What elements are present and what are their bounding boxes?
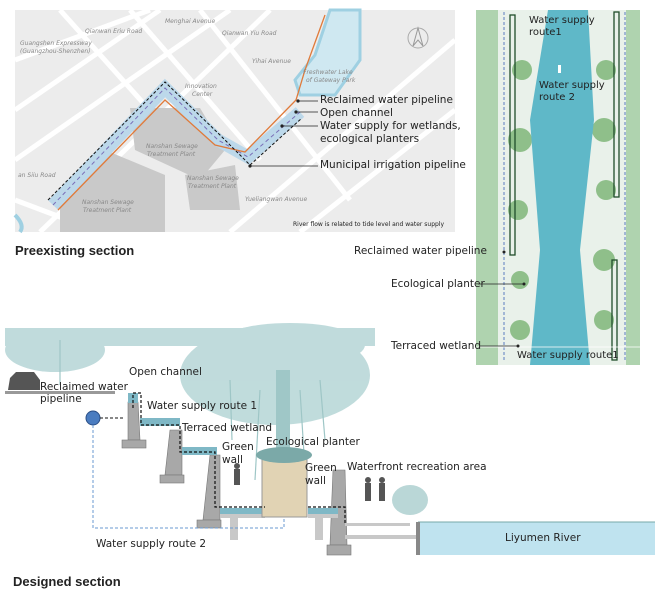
plan-route1-b: route1 [529,27,562,38]
sewage-plant-c [60,150,165,232]
street-qianwan-yiu: Qianwan Yiu Road [222,30,277,37]
section-reclaimed: Reclaimed water [40,381,128,393]
section-route1: Water supply route 1 [147,400,258,412]
freshwater-lake [293,8,362,97]
section-route2: Water supply route 2 [96,538,207,550]
place-sewage-b-2: Treatment Plant [188,183,237,190]
street-menghai: Menghai Avenue [165,18,216,25]
map-note: River flow is related to tide level and … [293,221,445,228]
plan-route2-b: route 2 [539,92,575,103]
route1-line [132,392,346,525]
legend-open-channel: Open channel [320,107,393,119]
section-river: Liyumen River [505,532,581,544]
sewage-plant-b [185,165,240,210]
street-expressway-2: (Guangzhou-Shenzhen) [20,48,91,55]
car-icon [8,372,40,390]
street-siu: an Siiu Road [18,172,56,179]
plan-route1: Water supply [529,15,595,26]
legend-irrigation: Municipal irrigation pipeline [320,159,466,171]
section-green-wall-a: Green [222,441,254,453]
boat-icon [558,65,561,73]
reclaimed-pipeline-line [57,14,326,211]
place-innovation-2: Center [192,91,213,98]
ecological-planter-box [261,454,308,518]
people-icon [234,463,385,501]
reclaimed-pipe-icon [85,410,101,426]
irrigation-pipeline-line [47,81,303,201]
section-green-wall-b-2: wall [305,475,326,487]
legend-reclaimed: Reclaimed water pipeline [320,94,453,106]
section-open-channel: Open channel [129,366,202,378]
section-reclaimed-2: pipeline [40,393,82,405]
street-expressway: Guangshen Expressway [20,40,92,47]
section-green-wall-b: Green [305,462,337,474]
route2-line [92,425,285,529]
plan-route-bottom: Water supply route1 [517,350,619,361]
place-sewage-c: Nanshan Sewage [82,199,134,206]
liyumen-river [418,522,655,555]
place-sewage-b: Nanshan Sewage [187,175,239,182]
designed-caption: Designed section [13,574,121,589]
section-green-wall-a-2: wall [222,454,243,466]
section-planter: Ecological planter [266,436,360,448]
place-lake: Freshwater Lake [303,69,353,76]
preexisting-caption: Preexisting section [15,243,135,258]
place-sewage-c-2: Treatment Plant [83,207,132,214]
legend-wetland-supply-2: ecological planters [320,133,420,145]
place-lake-2: of Gateway Park [306,77,356,84]
plan-river [530,10,594,365]
legend-wetland-supply: Water supply for wetlands, [320,120,461,132]
place-innovation: Innovation [185,83,217,90]
plan-planter: Ecological planter [391,278,485,290]
north-arrow-icon [407,26,429,49]
plan-wetland: Terraced wetland [391,340,482,352]
street-yihai: Yihai Avenue [252,58,291,65]
place-sewage-a-2: Treatment Plant [147,151,196,158]
street-qianwan-eriu: Qianwan Eriu Road [85,28,143,35]
plan-reclaimed: Reclaimed water pipeline [354,245,487,257]
section-wetland: Terraced wetland [182,422,273,434]
section-recreation: Waterfront recreation area [347,461,487,473]
plan-route2: Water supply [539,80,605,91]
street-yueliangwan: Yueliangwan Avenue [245,196,308,203]
place-sewage-a: Nanshan Sewage [146,143,198,150]
